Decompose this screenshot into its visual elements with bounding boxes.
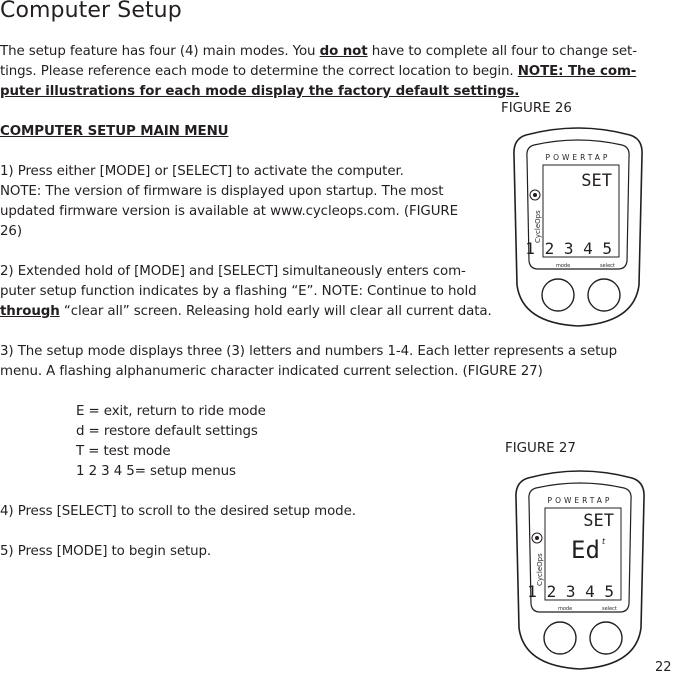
section-heading: COMPUTER SETUP MAIN MENU [0,124,229,139]
intro-text: have to complete all four to change set- [367,44,637,59]
mode-label: mode [558,606,572,612]
step2-text: “clear all” screen. Releasing hold early… [59,304,492,319]
select-button[interactable] [589,621,623,655]
legend-item: E = exit, return to ride mode [76,404,266,419]
screen-mode-small-text: t [602,537,606,546]
page-title: Computer Setup [0,0,182,23]
mode-button[interactable] [541,278,575,312]
intro-line-1: The setup feature has four (4) main mode… [0,42,637,62]
mode-button[interactable] [543,621,577,655]
figure-27-caption: FIGURE 27 [505,441,576,456]
emphasis-through: through [0,304,60,319]
brand-label: POWERTAP [548,496,613,505]
screen-bottom-digits: 1 2 3 4 5 [527,582,614,601]
step4: 4) Press [SELECT] to scroll to the desir… [0,504,356,519]
screen-top-text: SET [583,511,614,531]
step2-line-3: through “clear all” screen. Releasing ho… [0,302,492,322]
step1-line-2: NOTE: The version of firmware is display… [0,184,444,199]
step2-line-1: 2) Extended hold of [MODE] and [SELECT] … [0,264,466,279]
select-button[interactable] [587,278,621,312]
figure-26-device: POWERTAP SET 1 2 3 4 5 CycleOps mode sel… [512,123,644,328]
step2-line-2: puter setup function indicates by a flas… [0,284,477,299]
side-brand-label: CycleOps [534,210,542,243]
intro-text: tings. Please reference each mode to det… [0,64,518,79]
note-emphasis: NOTE: The com- [517,64,637,79]
brand-label: POWERTAP [546,153,611,162]
select-label: select [600,263,615,269]
step1-line-3: updated firmware version is available at… [0,204,458,219]
legend-item: d = restore default settings [76,424,258,439]
screen-bottom-digits: 1 2 3 4 5 [525,239,612,258]
screen-mode-text: Ed [571,536,600,564]
figure-27-device: POWERTAP SET Ed t 1 2 3 4 5 CycleOps mod… [514,466,646,671]
step1-line-4: 26) [0,224,22,239]
legend-item: T = test mode [76,444,171,459]
side-brand-label: CycleOps [536,553,544,586]
intro-text: The setup feature has four (4) main mode… [0,44,320,59]
mode-label: mode [556,263,570,269]
step5: 5) Press [MODE] to begin setup. [0,544,212,559]
step3-line-2: menu. A flashing alphanumeric character … [0,364,543,379]
figure-26-caption: FIGURE 26 [501,101,572,116]
select-label: select [602,606,617,612]
intro-line-2: tings. Please reference each mode to det… [0,62,636,82]
screen-top-text: SET [581,171,612,191]
step3-line-1: 3) The setup mode displays three (3) let… [0,344,618,359]
emphasis-do-not: do not [319,44,368,59]
step1-line-1: 1) Press either [MODE] or [SELECT] to ac… [0,164,404,179]
page-number: 22 [655,660,672,675]
legend-item: 1 2 3 4 5= setup menus [76,464,236,479]
intro-line-3: puter illustrations for each mode displa… [0,84,520,99]
